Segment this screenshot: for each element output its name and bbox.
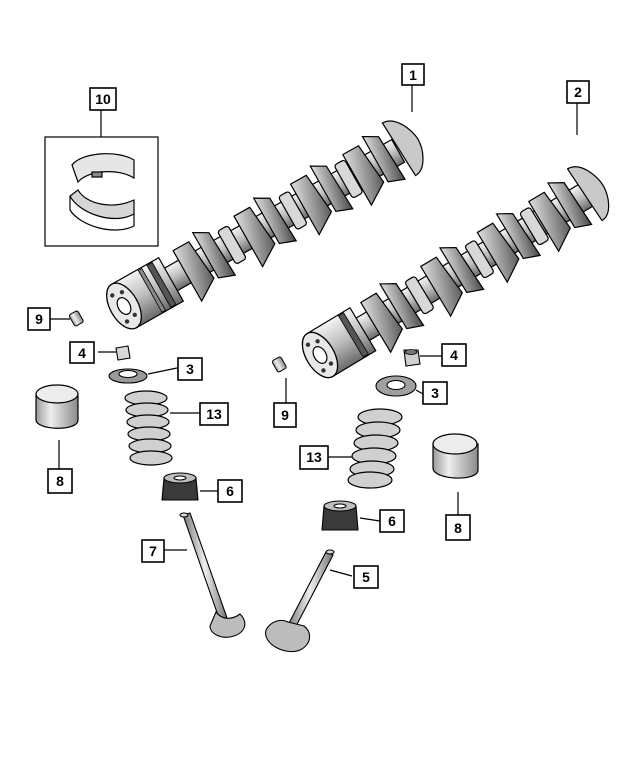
svg-text:10: 10 xyxy=(95,91,111,107)
cam-lobes xyxy=(172,135,406,303)
callout-9-left: 9 xyxy=(27,307,51,331)
valve-stem-seal-right xyxy=(321,500,359,531)
callout-3-left: 3 xyxy=(177,357,203,381)
svg-text:4: 4 xyxy=(450,347,458,363)
svg-text:3: 3 xyxy=(431,385,439,401)
callout-8-left: 8 xyxy=(47,468,73,494)
svg-text:8: 8 xyxy=(56,473,64,489)
exhaust-valve xyxy=(265,549,335,652)
valve-stem-seal-left xyxy=(161,472,199,501)
callout-1: 1 xyxy=(401,63,425,86)
callout-13-left: 13 xyxy=(199,402,229,426)
callout-6-right: 6 xyxy=(379,509,405,533)
camshaft-bearing xyxy=(69,153,135,231)
callout-9-right: 9 xyxy=(273,402,297,428)
callout-4-left: 4 xyxy=(69,341,95,364)
svg-text:7: 7 xyxy=(149,543,157,559)
callout-4-right: 4 xyxy=(441,343,467,367)
svg-text:6: 6 xyxy=(226,483,234,499)
camshaft-1 xyxy=(106,120,424,330)
callout-3-right: 3 xyxy=(422,381,448,405)
intake-valve xyxy=(179,512,246,638)
svg-text:2: 2 xyxy=(574,84,582,100)
cam-journals xyxy=(217,159,363,264)
callout-10: 10 xyxy=(89,87,117,111)
svg-text:1: 1 xyxy=(409,67,417,83)
svg-text:9: 9 xyxy=(35,311,43,327)
valve-keeper-right xyxy=(403,349,421,367)
callout-8-right: 8 xyxy=(445,514,471,541)
valve-keeper-left xyxy=(115,345,131,361)
camshaft-2 xyxy=(301,166,610,379)
svg-text:13: 13 xyxy=(306,449,322,465)
svg-text:4: 4 xyxy=(78,345,86,361)
dowel-pin-left xyxy=(68,310,84,327)
svg-text:9: 9 xyxy=(281,407,289,423)
callout-13-right: 13 xyxy=(299,445,329,470)
valve-spring-left xyxy=(124,390,173,466)
spring-retainer-right xyxy=(375,375,417,397)
valve-spring-right xyxy=(347,408,403,489)
callout-5: 5 xyxy=(353,565,379,589)
leader-lines xyxy=(50,85,578,577)
callout-6-left: 6 xyxy=(217,479,243,503)
tappet-right xyxy=(432,433,479,479)
tappet-left xyxy=(35,384,79,429)
svg-text:3: 3 xyxy=(186,361,194,377)
cam-lobes xyxy=(359,182,593,354)
cam-journals xyxy=(405,207,549,315)
dowel-pin-right xyxy=(271,356,287,373)
callout-7: 7 xyxy=(141,539,165,563)
svg-text:13: 13 xyxy=(206,406,222,422)
svg-text:8: 8 xyxy=(454,520,462,536)
spring-retainer-left xyxy=(108,368,148,384)
callout-labels: 1 2 10 9 4 3 13 8 6 7 9 4 3 13 8 6 5 xyxy=(27,63,590,589)
callout-2: 2 xyxy=(566,80,590,104)
svg-text:5: 5 xyxy=(362,569,370,585)
svg-text:6: 6 xyxy=(388,513,396,529)
